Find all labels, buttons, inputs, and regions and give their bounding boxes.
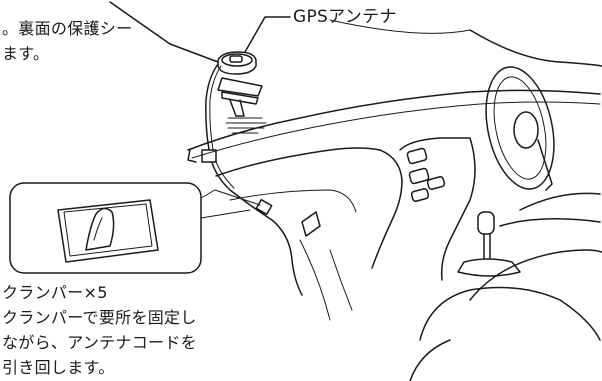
gps-antenna-label: GPSアンテナ [293, 7, 397, 27]
steering-wheel-icon [485, 66, 555, 191]
instruction-line1: クランパーで要所を固定し [2, 308, 197, 327]
gear-shift-icon [457, 211, 521, 277]
center-console [399, 137, 476, 281]
driver-seat [469, 192, 602, 301]
note-text-line2: ます。 [2, 44, 50, 63]
gps-antenna-icon [217, 51, 267, 134]
cable-clamper [255, 198, 273, 216]
antenna-leader-line [244, 16, 291, 53]
cable-clamper [201, 149, 217, 163]
inset-leader-line [200, 189, 261, 219]
note-leader-line [109, 1, 219, 63]
clamper-inset [9, 182, 202, 274]
dashboard-body [215, 147, 403, 269]
glovebox-slot [301, 211, 321, 237]
clamper-count-label: クランパー×5 [2, 283, 108, 302]
instruction-line3: 引き回します。 [2, 358, 115, 377]
note-text-line1: 。裏面の保護シー [2, 19, 133, 38]
antenna-cable [205, 63, 303, 296]
instruction-line2: ながら、アンテナコードを [2, 333, 197, 352]
